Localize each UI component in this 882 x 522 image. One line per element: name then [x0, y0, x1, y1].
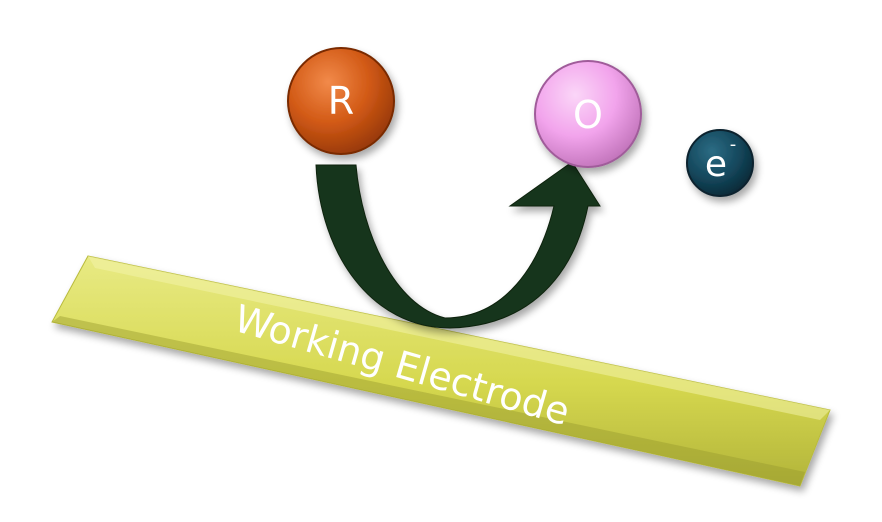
electron: e -: [686, 129, 754, 197]
electrode-bevel-bottom: [52, 316, 805, 486]
working-electrode: [51, 255, 831, 487]
species-r-circle: [287, 47, 395, 155]
electron-circle: [686, 129, 754, 197]
species-o-label: O: [573, 93, 603, 137]
species-r: R: [287, 47, 395, 155]
electrode-bevel: [88, 256, 830, 420]
species-o-circle: [534, 60, 642, 168]
electron-label: e: [705, 144, 727, 185]
reaction-arrow: [315, 161, 601, 329]
species-r-label: R: [328, 79, 354, 123]
reaction-arrow-body: [315, 161, 601, 329]
electron-charge: -: [730, 134, 737, 155]
species-o: O: [534, 60, 642, 168]
